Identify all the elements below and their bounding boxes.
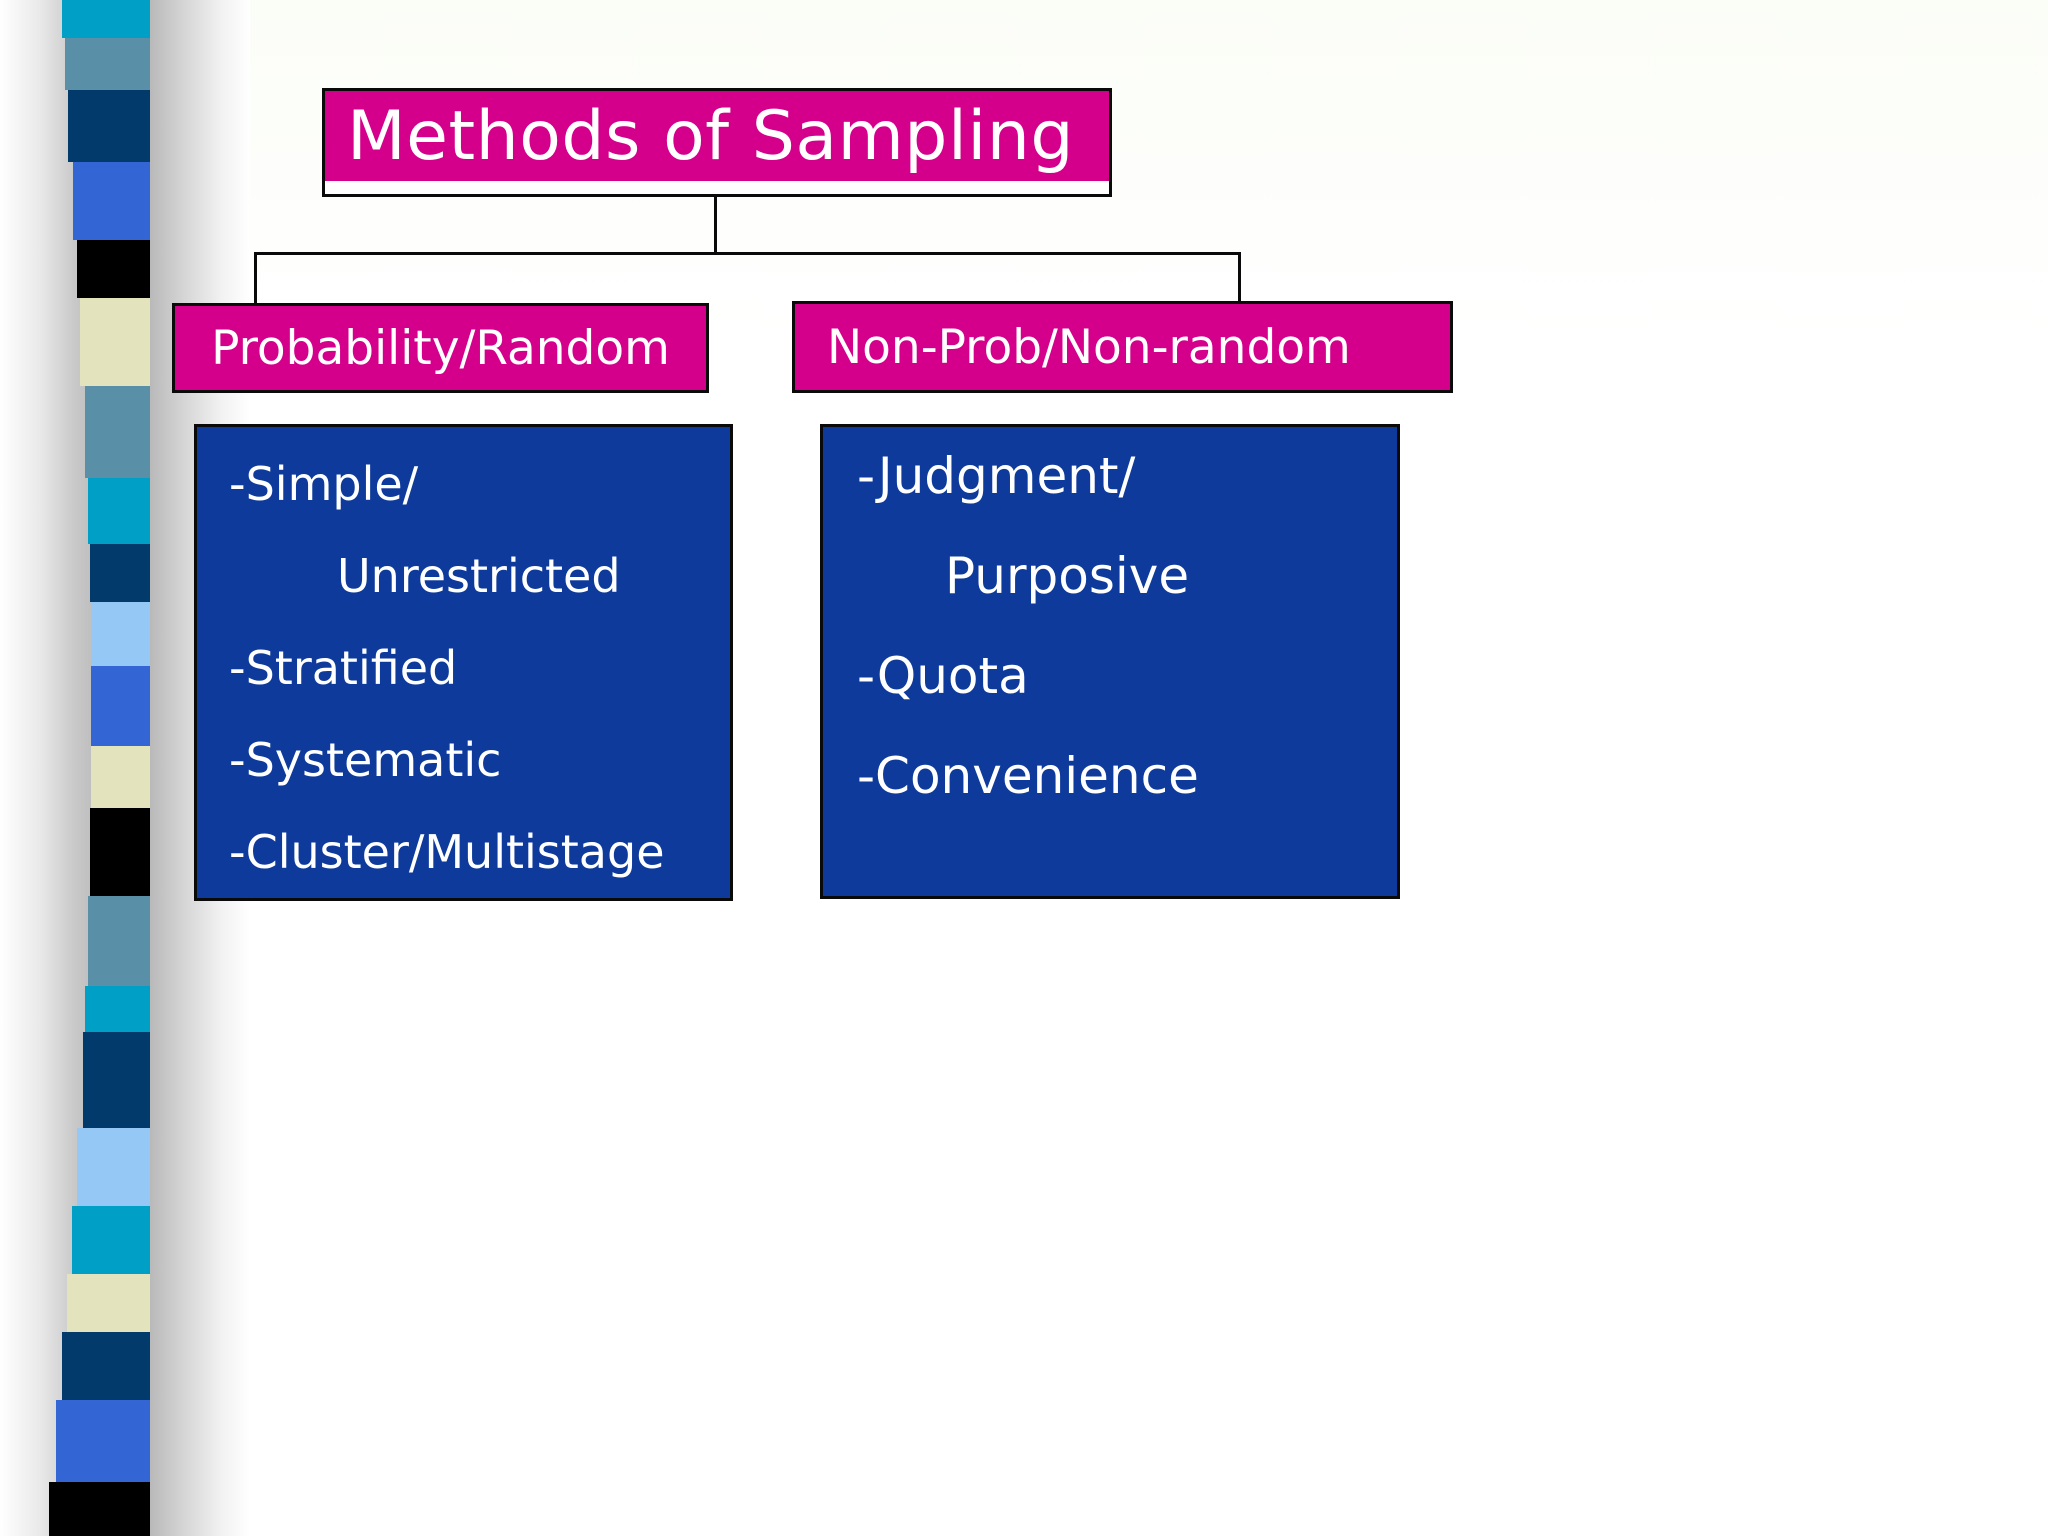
band-stripe <box>61 1332 165 1400</box>
branch-list-item: -Stratified <box>229 641 458 695</box>
branch-header-nonprobability: Non-Prob/Non-random <box>792 301 1453 393</box>
band-stripe <box>48 1482 158 1536</box>
branch-list-item: -Quota <box>857 647 1029 705</box>
branch-list-item: Unrestricted <box>337 549 621 603</box>
branch-list-item: -Cluster/Multistage <box>229 825 665 879</box>
slide-title-box: Methods of Sampling <box>322 88 1112 185</box>
branch-list-item: -Judgment/ <box>857 447 1136 505</box>
branch-list-item: -Systematic <box>229 733 502 787</box>
branch-list-item: -Convenience <box>857 747 1199 805</box>
branch-list-item: -Simple/ <box>229 457 419 511</box>
branch-header-nonprobability-label: Non-Prob/Non-random <box>827 319 1351 375</box>
connector-vertical-right <box>1238 252 1241 303</box>
connector-vertical-top <box>714 197 717 255</box>
branch-list-nonprobability: -Judgment/Purposive -Quota -Convenience <box>820 424 1400 899</box>
branch-header-probability-label: Probability/Random <box>211 320 670 376</box>
slide-title-text: Methods of Sampling <box>347 96 1075 176</box>
branch-header-probability: Probability/Random <box>172 303 709 393</box>
band-stripe <box>56 1400 162 1482</box>
connector-horizontal <box>254 252 1241 255</box>
band-stripe-fill <box>56 1400 162 1482</box>
branch-list-item: Purposive <box>945 547 1190 605</box>
connector-vertical-left <box>254 252 257 305</box>
band-stripe-fill <box>48 1482 158 1536</box>
band-stripe-fill <box>61 1332 165 1400</box>
slide-title-shadow <box>322 181 1112 197</box>
branch-list-probability: -Simple/Unrestricted -Stratified -Systemat… <box>194 424 733 901</box>
